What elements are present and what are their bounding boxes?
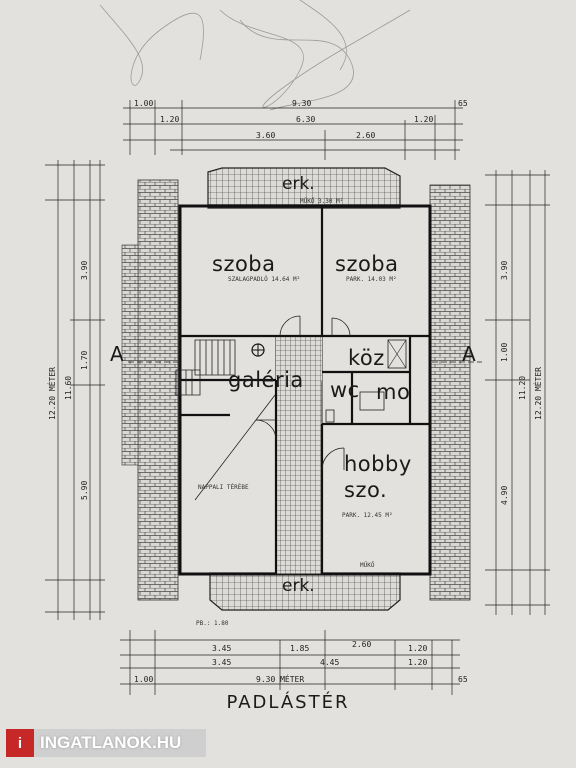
pencil-scribble bbox=[99, 0, 411, 111]
hobby-label-line1: hobby bbox=[344, 452, 412, 476]
corridor-top-tiles bbox=[276, 336, 322, 381]
section-mark-left: A bbox=[110, 342, 124, 366]
bottom-dim-left: 1.00 bbox=[134, 675, 154, 684]
section-mark-right: A bbox=[462, 342, 476, 366]
gallery-note: NAPPALI TÉRÉBE bbox=[198, 484, 249, 491]
bottom-dim-row1c: 2.60 bbox=[352, 640, 372, 649]
brand-name: INGATLANOK.HU bbox=[40, 733, 182, 752]
bottom-balcony-note: MŰKŐ bbox=[360, 562, 375, 569]
top-dim-total: 9.30 bbox=[292, 99, 312, 108]
bathtub-fixture bbox=[359, 391, 385, 411]
bottom-dim-row2b: 4.45 bbox=[320, 658, 340, 667]
brand-logo-icon: i bbox=[6, 729, 34, 757]
left-dim-total: 12.20 MÉTER bbox=[48, 367, 57, 420]
interior-walls bbox=[180, 206, 430, 574]
bottom-dim-row2a: 3.45 bbox=[212, 658, 232, 667]
top-dim-row3b: 2.60 bbox=[356, 131, 376, 140]
door-swings bbox=[255, 315, 351, 471]
right-dimension-lines bbox=[485, 170, 550, 615]
bottom-dim-row1a: 3.45 bbox=[212, 644, 232, 653]
hobby-note: PARK. 12.45 M² bbox=[342, 512, 393, 519]
top-dim-left2: 1.20 bbox=[160, 115, 180, 124]
right-dim-total: 12.20 MÉTER bbox=[534, 367, 543, 420]
room2-label: szoba bbox=[335, 252, 399, 276]
top-balcony bbox=[207, 167, 401, 209]
chimney-cross bbox=[252, 344, 264, 356]
bottom-dimension-lines bbox=[120, 630, 460, 695]
toilet-fixture bbox=[325, 409, 335, 423]
right-dim-seg2: 1.00 bbox=[500, 342, 509, 362]
wc-label: wc bbox=[330, 378, 360, 402]
room1-label: szoba bbox=[212, 252, 276, 276]
right-dim-inner: 11.20 bbox=[518, 375, 527, 400]
gallery-label: galéria bbox=[228, 368, 304, 392]
left-dim-seg3: 5.90 bbox=[80, 480, 89, 500]
top-dim-row2: 6.30 bbox=[296, 115, 316, 124]
staircase bbox=[175, 339, 236, 396]
top-dim-right: 1.20 bbox=[414, 115, 434, 124]
corridor-label: köz bbox=[348, 346, 385, 370]
top-balcony-label: erk. bbox=[282, 174, 315, 194]
left-dormer-wall bbox=[121, 244, 139, 466]
bottom-dim-right-end: 65 bbox=[458, 675, 468, 684]
bottom-balcony-label: erk. bbox=[282, 576, 315, 596]
top-dimension-lines bbox=[123, 100, 463, 160]
hobby-label-line2: szo. bbox=[344, 478, 388, 502]
brand-watermark[interactable]: i INGATLANOK.HU bbox=[6, 729, 206, 757]
room2-note: PARK. 14.03 M² bbox=[346, 276, 397, 283]
top-dim-left: 1.00 bbox=[134, 99, 154, 108]
right-dim-seg3: 4.90 bbox=[500, 485, 509, 505]
left-dim-inner: 11.60 bbox=[64, 375, 73, 400]
left-roof-slope bbox=[137, 179, 179, 601]
left-dimension-lines bbox=[45, 160, 105, 620]
bath-label: mo bbox=[376, 380, 411, 404]
room1-note: SZALAGPADLÓ 14.64 M² bbox=[228, 276, 301, 283]
bottom-dim-row1d: 1.20 bbox=[408, 644, 428, 653]
bottom-dim-row1b: 1.85 bbox=[290, 644, 310, 653]
right-roof-slope bbox=[429, 184, 471, 601]
left-dim-seg2: 1.70 bbox=[80, 350, 89, 370]
top-balcony-note: MŰKŐ 3.30 M² bbox=[300, 198, 344, 205]
bottom-left-note: PB.: 1.80 bbox=[196, 620, 229, 627]
bottom-dim-total: 9.30 MÉTER bbox=[256, 675, 305, 684]
shaft-fixture bbox=[387, 339, 407, 369]
drawing-title: PADLÁSTÉR bbox=[226, 692, 350, 713]
bottom-dim-row2c: 1.20 bbox=[408, 658, 428, 667]
right-dim-seg1: 3.90 bbox=[500, 260, 509, 280]
top-dim-right-end: 65 bbox=[458, 99, 468, 108]
left-dim-seg1: 3.90 bbox=[80, 260, 89, 280]
top-dim-row3a: 3.60 bbox=[256, 131, 276, 140]
gallery-opening-line bbox=[194, 394, 276, 501]
